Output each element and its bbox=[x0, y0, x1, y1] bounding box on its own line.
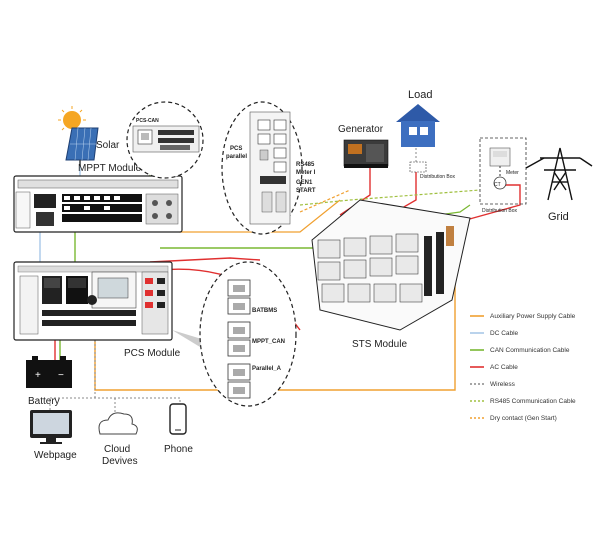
ac-cable-grid bbox=[429, 184, 521, 231]
distribution-box-label-2: Distribution Box bbox=[482, 208, 518, 214]
generator-label: Generator bbox=[338, 124, 384, 135]
rs485-label-2: Meter I bbox=[296, 170, 316, 176]
gen1-label-2: START bbox=[296, 188, 316, 194]
pcs-parallel-label-2: parallel bbox=[226, 154, 247, 160]
dry-contact-cable bbox=[299, 189, 351, 213]
pcs-can-label: PCS-CAN bbox=[136, 118, 159, 124]
battery-label: Battery bbox=[28, 396, 60, 407]
pcs-port-callout bbox=[199, 261, 297, 407]
battery-minus-icon: − bbox=[58, 370, 64, 381]
webpage-label: Webpage bbox=[34, 450, 77, 461]
cloud-label-1: Cloud bbox=[104, 444, 130, 455]
generator bbox=[343, 139, 389, 168]
can-cable-pcs-sts bbox=[160, 230, 331, 249]
legend-label: DC Cable bbox=[490, 330, 519, 337]
legend-label: RS485 Communication Cable bbox=[490, 398, 576, 405]
phone-label: Phone bbox=[164, 444, 193, 455]
rs485-cable bbox=[299, 189, 481, 206]
pcs-parallel-label-1: PCS bbox=[230, 146, 242, 152]
legend-label: Dry contact (Gen Start) bbox=[490, 415, 557, 422]
distribution-box-load bbox=[409, 161, 427, 173]
legend-label: Auxiliary Power Supply Cable bbox=[490, 313, 576, 320]
meter-label: Meter bbox=[506, 170, 519, 176]
cloud-label-2: Devives bbox=[102, 456, 138, 467]
grid-distribution-box bbox=[479, 137, 527, 205]
ac-cable-pcs bbox=[149, 257, 261, 263]
sts-label: STS Module bbox=[352, 339, 407, 350]
load-label: Load bbox=[408, 89, 432, 101]
battery-plus-icon: + bbox=[35, 370, 41, 381]
ct-label: CT bbox=[494, 182, 501, 188]
battery: + − bbox=[26, 356, 72, 388]
pcs-can-callout bbox=[126, 101, 204, 179]
transmission-tower-icon bbox=[525, 147, 593, 201]
gen1-label-1: GEN1 bbox=[296, 180, 313, 186]
pcs-parallel-callout bbox=[221, 101, 303, 235]
solar-label: Solar bbox=[96, 140, 120, 151]
mppt-label: MPPT Module bbox=[78, 163, 142, 174]
cloud-icon bbox=[98, 412, 138, 435]
pcs-label: PCS Module bbox=[124, 348, 181, 359]
phone-icon bbox=[169, 403, 187, 435]
grid-label: Grid bbox=[548, 211, 569, 223]
legend-label: AC Cable bbox=[490, 364, 518, 371]
legend-label: Wireless bbox=[490, 381, 516, 388]
callout-pointer bbox=[172, 330, 205, 350]
sts-module bbox=[311, 199, 471, 331]
solar-panel bbox=[58, 106, 99, 166]
distribution-box-label-1: Distribution Box bbox=[420, 174, 456, 180]
legend-label: CAN Communication Cable bbox=[490, 347, 570, 354]
mppt-can-label: MPPT_CAN bbox=[252, 339, 285, 345]
batbms-label: BATBMS bbox=[252, 308, 277, 314]
parallel-a-label: Parallel_A bbox=[252, 366, 282, 372]
rs485-label-1: RS485 bbox=[296, 162, 315, 168]
pcs-module bbox=[13, 261, 173, 341]
monitor-icon bbox=[30, 410, 72, 444]
house-icon bbox=[396, 104, 440, 147]
mppt-module bbox=[13, 175, 183, 233]
legend: Auxiliary Power Supply Cable DC CableCAN … bbox=[470, 313, 576, 422]
